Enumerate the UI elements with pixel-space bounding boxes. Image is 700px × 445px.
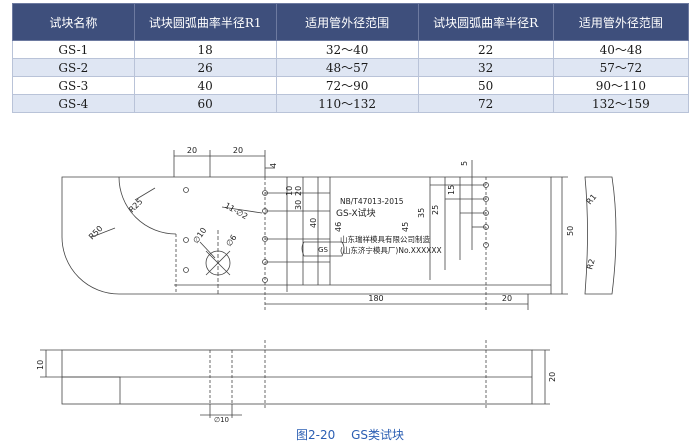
- cell: 40～48: [552, 40, 690, 59]
- dim-20-b: 20: [233, 146, 243, 155]
- dim-5: 5: [460, 161, 469, 166]
- dim-10: 10: [285, 186, 294, 196]
- dim-50: 50: [566, 226, 575, 236]
- spec-table: 试块名称 试块圆弧曲率半径R1 适用管外径范围 试块圆弧曲率半径R 适用管外径范…: [12, 3, 690, 113]
- table-header-row: 试块名称 试块圆弧曲率半径R1 适用管外径范围 试块圆弧曲率半径R 适用管外径范…: [12, 3, 690, 41]
- dim-20-side: 20: [548, 372, 557, 382]
- dim-180: 180: [368, 294, 383, 303]
- dim-46: 46: [334, 222, 343, 232]
- cell: 90～110: [552, 76, 690, 95]
- maker-line-2: (山东济宁模具厂)No.XXXXXX: [340, 245, 442, 255]
- dim-4: 4: [269, 163, 278, 168]
- side-profile: [584, 176, 617, 295]
- header-r: 试块圆弧曲率半径R: [417, 3, 554, 41]
- cell: GS-1: [12, 40, 135, 59]
- dim-20-a: 20: [187, 146, 197, 155]
- label-holes-note: 11-∅2: [223, 201, 249, 221]
- dim-20-bottom: 20: [502, 294, 512, 303]
- figure-title: GS类试块: [351, 428, 404, 442]
- dim-10-side: 10: [36, 360, 45, 370]
- dim-phi10-bottom: ∅10: [214, 416, 229, 424]
- figure-caption: 图2-20 GS类试块: [0, 426, 700, 443]
- cell: 110～132: [275, 94, 419, 113]
- cell: 40: [133, 76, 277, 95]
- standard-code: NB/T47013-2015: [340, 197, 404, 206]
- stamp-frame: [301, 241, 345, 257]
- table-row: GS-4 60 110～132 72 132～159: [12, 94, 690, 113]
- block-outline: [61, 176, 552, 295]
- dim-20: 20: [294, 186, 303, 196]
- dim-35: 35: [417, 208, 426, 218]
- label-r25: R25: [127, 197, 145, 215]
- drill-holes: [183, 182, 489, 283]
- figure-number: 图2-20: [296, 428, 336, 442]
- label-phi10: ∅10: [191, 226, 208, 245]
- dim-25: 25: [431, 205, 440, 215]
- header-name: 试块名称: [12, 3, 135, 41]
- arc-r25: [118, 176, 177, 235]
- label-phi6: ∅6: [224, 233, 238, 248]
- cell: 50: [417, 76, 554, 95]
- header-range2: 适用管外径范围: [552, 3, 690, 41]
- dim-30: 30: [294, 200, 303, 210]
- cell: 72: [417, 94, 554, 113]
- label-r2: R2: [585, 258, 596, 271]
- dim-45: 45: [401, 222, 410, 232]
- block-name: GS-X试块: [336, 207, 376, 219]
- dim-40: 40: [309, 218, 318, 228]
- technical-drawing: 20 20 4 10 20 30 40 46 5 15 25 35 45 R25…: [36, 146, 617, 424]
- cell: 132～159: [552, 94, 690, 113]
- cell: 22: [417, 40, 554, 59]
- table-row: GS-3 40 72～90 50 90～110: [12, 76, 690, 95]
- stamp-text: GS: [318, 246, 328, 254]
- label-r50: R50: [87, 224, 105, 242]
- table-row: GS-2 26 48～57 32 57～72: [12, 58, 690, 77]
- maker-line-1: 山东瑞祥模具有限公司制造: [340, 234, 430, 244]
- cell: 26: [133, 58, 277, 77]
- dim-15: 15: [447, 185, 456, 195]
